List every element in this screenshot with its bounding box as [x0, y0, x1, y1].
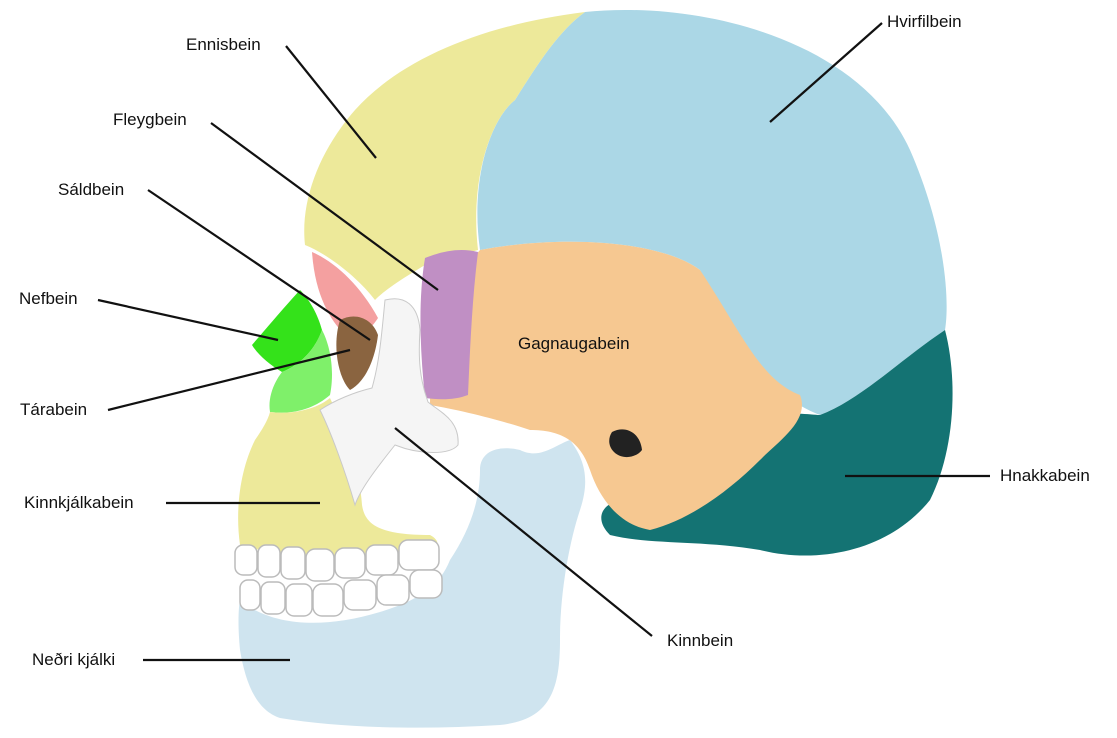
label-hvirfilbein: Hvirfilbein: [887, 12, 962, 31]
leader-hvirfilbein: [769, 22, 883, 123]
label-saldbein: Sáldbein: [58, 180, 125, 199]
upper-teeth: [234, 539, 440, 582]
temporal-bone: [430, 241, 802, 530]
leader-kinnbein: [394, 427, 653, 637]
label-kinnkjalkabein: Kinnkjálkabein: [24, 493, 134, 512]
leader-nefbein: [97, 298, 279, 342]
lower-teeth: [239, 569, 443, 617]
ethmoid-bone: [312, 252, 378, 337]
leader-fleygbein: [210, 122, 439, 291]
maxilla-bone: [238, 398, 438, 558]
lacrimal-bone: [336, 316, 378, 390]
nasal-bone: [252, 290, 322, 372]
ear-opening: [609, 429, 642, 458]
maxilla-green-segment: [269, 330, 333, 413]
leader-saldbein: [147, 189, 371, 341]
label-tarabein: Tárabein: [20, 400, 88, 419]
frontal-bone: [304, 12, 585, 300]
zygomatic-bone: [319, 298, 459, 507]
label-nefbein: Nefbein: [19, 289, 78, 308]
leader-tarabein: [107, 348, 351, 412]
label-fleygbein: Fleygbein: [113, 110, 187, 129]
label-kinnbein: Kinnbein: [667, 631, 734, 650]
label-hnakkabein: Hnakkabein: [1000, 466, 1090, 485]
parietal-bone: [477, 9, 947, 416]
label-ennisbein: Ennisbein: [186, 35, 261, 54]
label-nedri-kjalki: Neðri kjálki: [32, 650, 116, 669]
leader-ennisbein: [285, 45, 377, 159]
label-gagnaugabein: Gagnaugabein: [518, 334, 630, 353]
